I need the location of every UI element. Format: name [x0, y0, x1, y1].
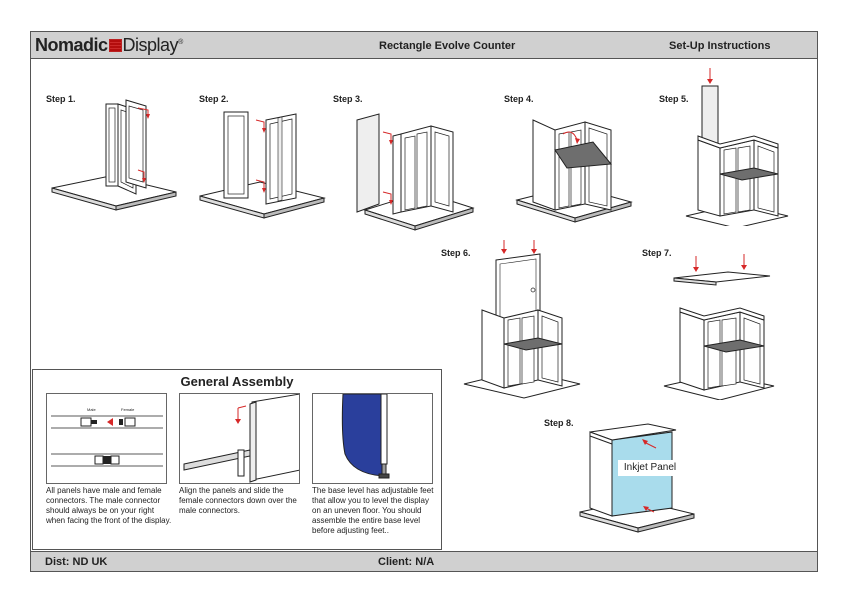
connector-diagram: Male Female — [51, 407, 163, 467]
step-1-label: Step 1. — [46, 94, 76, 104]
client-label: Client: N/A — [378, 556, 435, 568]
step-8-illustration — [579, 423, 695, 533]
step-2-illustration — [199, 111, 326, 219]
align-description: Align the panels and slide the female co… — [179, 486, 297, 515]
step-8-label: Step 8. — [544, 418, 574, 428]
footer-bar: Dist: ND UK Client: N/A — [31, 551, 817, 571]
adjustable-feet-diagram — [341, 394, 390, 479]
step-6-label: Step 6. — [441, 248, 471, 258]
step-3-label: Step 3. — [333, 94, 363, 104]
nomadic-display-logo: Nomadic Display® — [35, 35, 183, 56]
connector-description: All panels have male and female connecto… — [46, 486, 172, 525]
logo-secondary: Display — [122, 35, 179, 55]
dist-label: Dist: ND UK — [45, 556, 108, 568]
step-1-illustration — [51, 99, 177, 211]
step-3-illustration — [356, 113, 475, 231]
logo-mark-icon — [108, 39, 122, 52]
male-label: Male — [87, 407, 96, 412]
align-panels-diagram — [183, 394, 299, 483]
adjustable-feet-panel — [312, 393, 433, 484]
step-6-illustration — [463, 240, 581, 399]
general-assembly-title: General Assembly — [180, 374, 294, 389]
step-5-illustration — [685, 68, 789, 226]
step-2-label: Step 2. — [199, 94, 229, 104]
step-4-label: Step 4. — [504, 94, 534, 104]
step-5-label: Step 5. — [659, 94, 689, 104]
align-panels-panel — [179, 393, 300, 484]
female-label: Female — [121, 407, 135, 412]
feet-description: The base level has adjustable feet that … — [312, 486, 434, 535]
general-assembly-section: General Assembly Male Female — [32, 369, 442, 550]
inkjet-panel-callout: Inkjet Panel — [618, 460, 682, 476]
step-4-illustration — [515, 119, 633, 223]
registered-mark: ® — [178, 39, 183, 46]
step-7-label: Step 7. — [642, 248, 672, 258]
logo-primary: Nomadic — [35, 35, 108, 55]
header-bar: Nomadic Display® Rectangle Evolve Counter… — [31, 32, 817, 59]
step-7-illustration — [663, 254, 775, 400]
connector-diagram-panel: Male Female — [46, 393, 167, 484]
document-title: Rectangle Evolve Counter — [379, 40, 516, 52]
document-subtitle: Set-Up Instructions — [669, 40, 771, 52]
